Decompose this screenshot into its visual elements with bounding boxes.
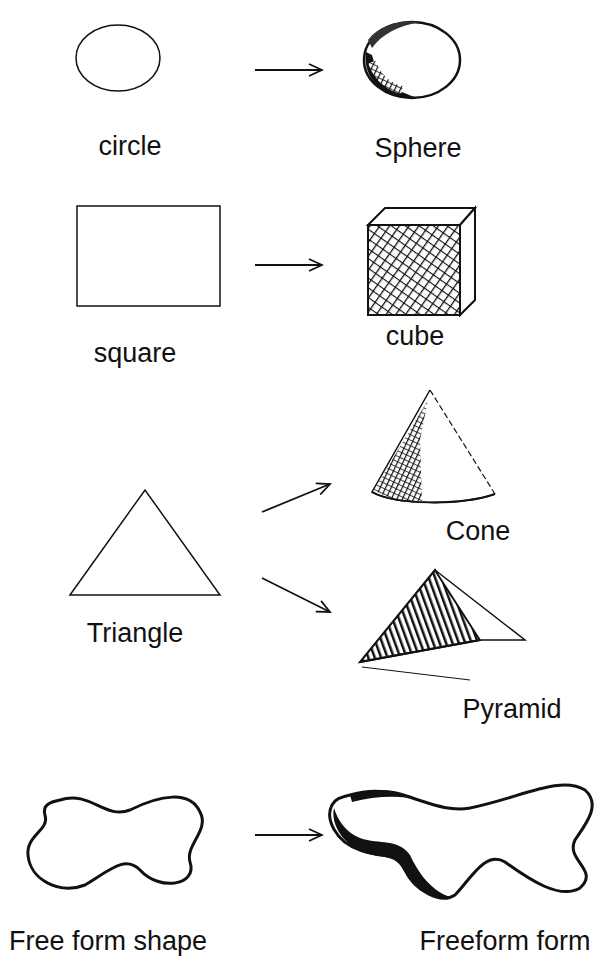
sphere-form	[364, 22, 460, 99]
square-shape	[77, 206, 220, 306]
arrow	[255, 69, 322, 71]
form-label: cube	[386, 320, 445, 352]
pyramid-form	[360, 570, 525, 680]
arrow	[262, 578, 330, 612]
form-label: circle	[98, 130, 161, 162]
form-label: Sphere	[374, 132, 461, 164]
freeform-form	[330, 785, 592, 898]
cube-form	[368, 208, 475, 315]
form-label: Freeform form	[419, 925, 590, 957]
freeform-shape	[28, 797, 203, 888]
triangle-shape	[70, 490, 220, 595]
form-label: Triangle	[87, 617, 184, 649]
form-label: Free form shape	[9, 925, 207, 957]
form-label: Pyramid	[462, 693, 561, 725]
cone-form	[372, 390, 495, 503]
form-label: Cone	[446, 515, 511, 547]
form-label: square	[94, 337, 177, 369]
circle-shape	[76, 25, 160, 91]
arrow	[255, 264, 322, 266]
arrow	[255, 834, 322, 836]
arrow	[262, 484, 330, 512]
